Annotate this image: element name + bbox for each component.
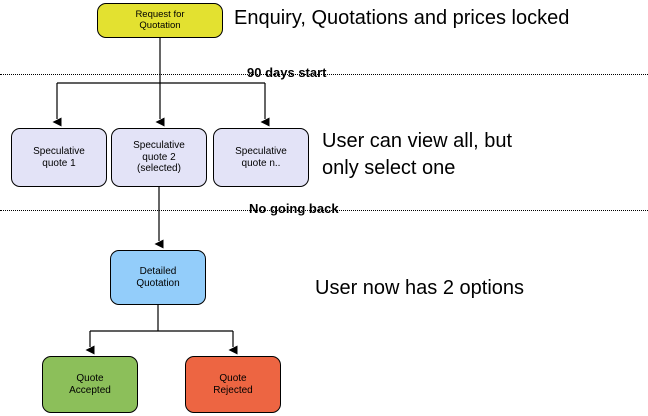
phase-divider-90-days [0,74,648,75]
node-quote-rejected[interactable]: Quote Rejected [185,356,281,413]
node-speculative-quote-2-selected[interactable]: Speculative quote 2 (selected) [111,128,207,187]
node-detailed-quotation[interactable]: Detailed Quotation [110,250,206,305]
node-quote-accepted[interactable]: Quote Accepted [42,356,138,413]
phase-divider-no-going-back [0,210,648,211]
phase-label-90-days-start: 90 days start [247,65,327,80]
annotation-user-has-2-options: User now has 2 options [315,277,525,299]
annotation-user-can-view-all: User can view all, but only select one [322,130,513,179]
node-speculative-quote-1[interactable]: Speculative quote 1 [11,128,107,187]
phase-label-no-going-back: No going back [249,201,339,216]
node-request-for-quotation[interactable]: Request for Quotation [97,3,223,38]
annotation-enquiry-prices-locked: Enquiry, Quotations and prices locked [234,7,570,29]
node-speculative-quote-n[interactable]: Speculative quote n.. [213,128,309,187]
